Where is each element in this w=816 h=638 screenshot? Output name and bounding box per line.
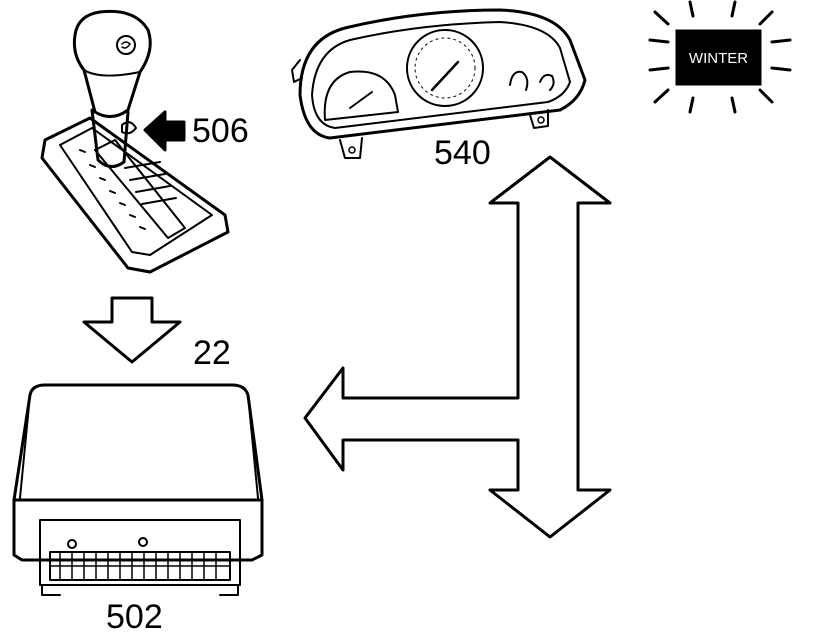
winter-lamp-text: WINTER (689, 50, 748, 67)
label-540: 540 (434, 134, 491, 172)
bidirectional-arrow (303, 155, 612, 539)
label-502: 502 (106, 598, 163, 636)
winter-lamp-box (675, 29, 762, 86)
down-arrow (82, 296, 182, 364)
label-22: 22 (193, 334, 231, 372)
winter-lamp-rays (648, 0, 792, 114)
gear-selector-illustration (40, 9, 230, 274)
label-506: 506 (192, 112, 249, 150)
control-module-illustration (12, 383, 264, 596)
instrument-cluster-illustration (291, 8, 587, 159)
